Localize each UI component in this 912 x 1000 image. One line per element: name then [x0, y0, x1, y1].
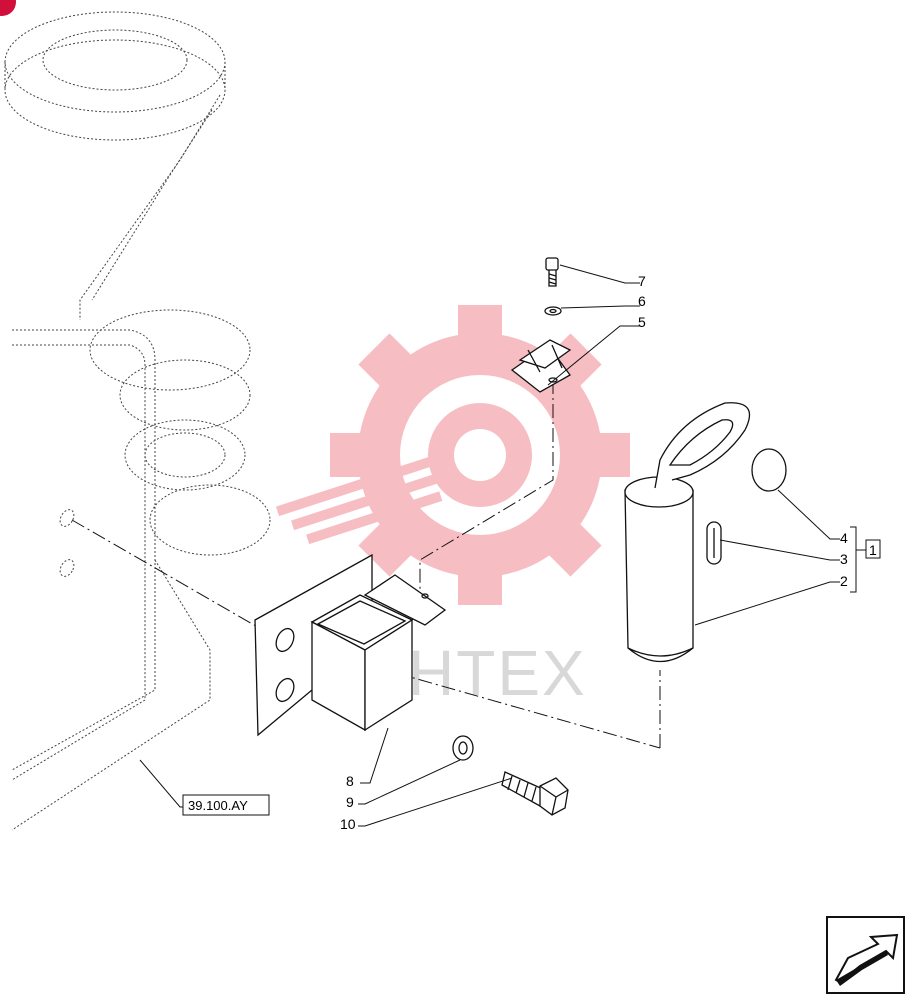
part-3-clip-pin	[706, 521, 722, 565]
part-9-washer	[452, 735, 474, 761]
corner-marker	[0, 0, 16, 16]
group-callout-box	[865, 539, 881, 559]
part-5-clip	[510, 339, 572, 393]
part-6-washer	[544, 306, 562, 316]
callout-8: 8	[346, 773, 354, 789]
callout-1: 1	[869, 542, 877, 558]
callout-9: 9	[346, 794, 354, 810]
part-7-bolt	[545, 257, 559, 287]
reference-label-text: 39.100.AY	[188, 798, 248, 813]
part-8-bracket	[254, 553, 447, 737]
assembly-centerlines	[71, 380, 661, 749]
ghost-frame-structure	[4, 11, 271, 831]
watermark-logo	[275, 305, 630, 605]
callout-6: 6	[638, 293, 646, 309]
callout-10: 10	[340, 816, 356, 832]
group-bracket	[850, 526, 866, 593]
reference-label[interactable]: 39.100.AY	[182, 794, 270, 816]
callout-7: 7	[638, 273, 646, 289]
callout-4: 4	[840, 530, 848, 546]
part-2-pin	[624, 402, 751, 662]
part-4-ring	[751, 448, 787, 492]
callout-5: 5	[638, 314, 646, 330]
callout-2: 2	[840, 573, 848, 589]
callout-3: 3	[840, 551, 848, 567]
next-page-arrow-icon[interactable]	[826, 916, 905, 994]
